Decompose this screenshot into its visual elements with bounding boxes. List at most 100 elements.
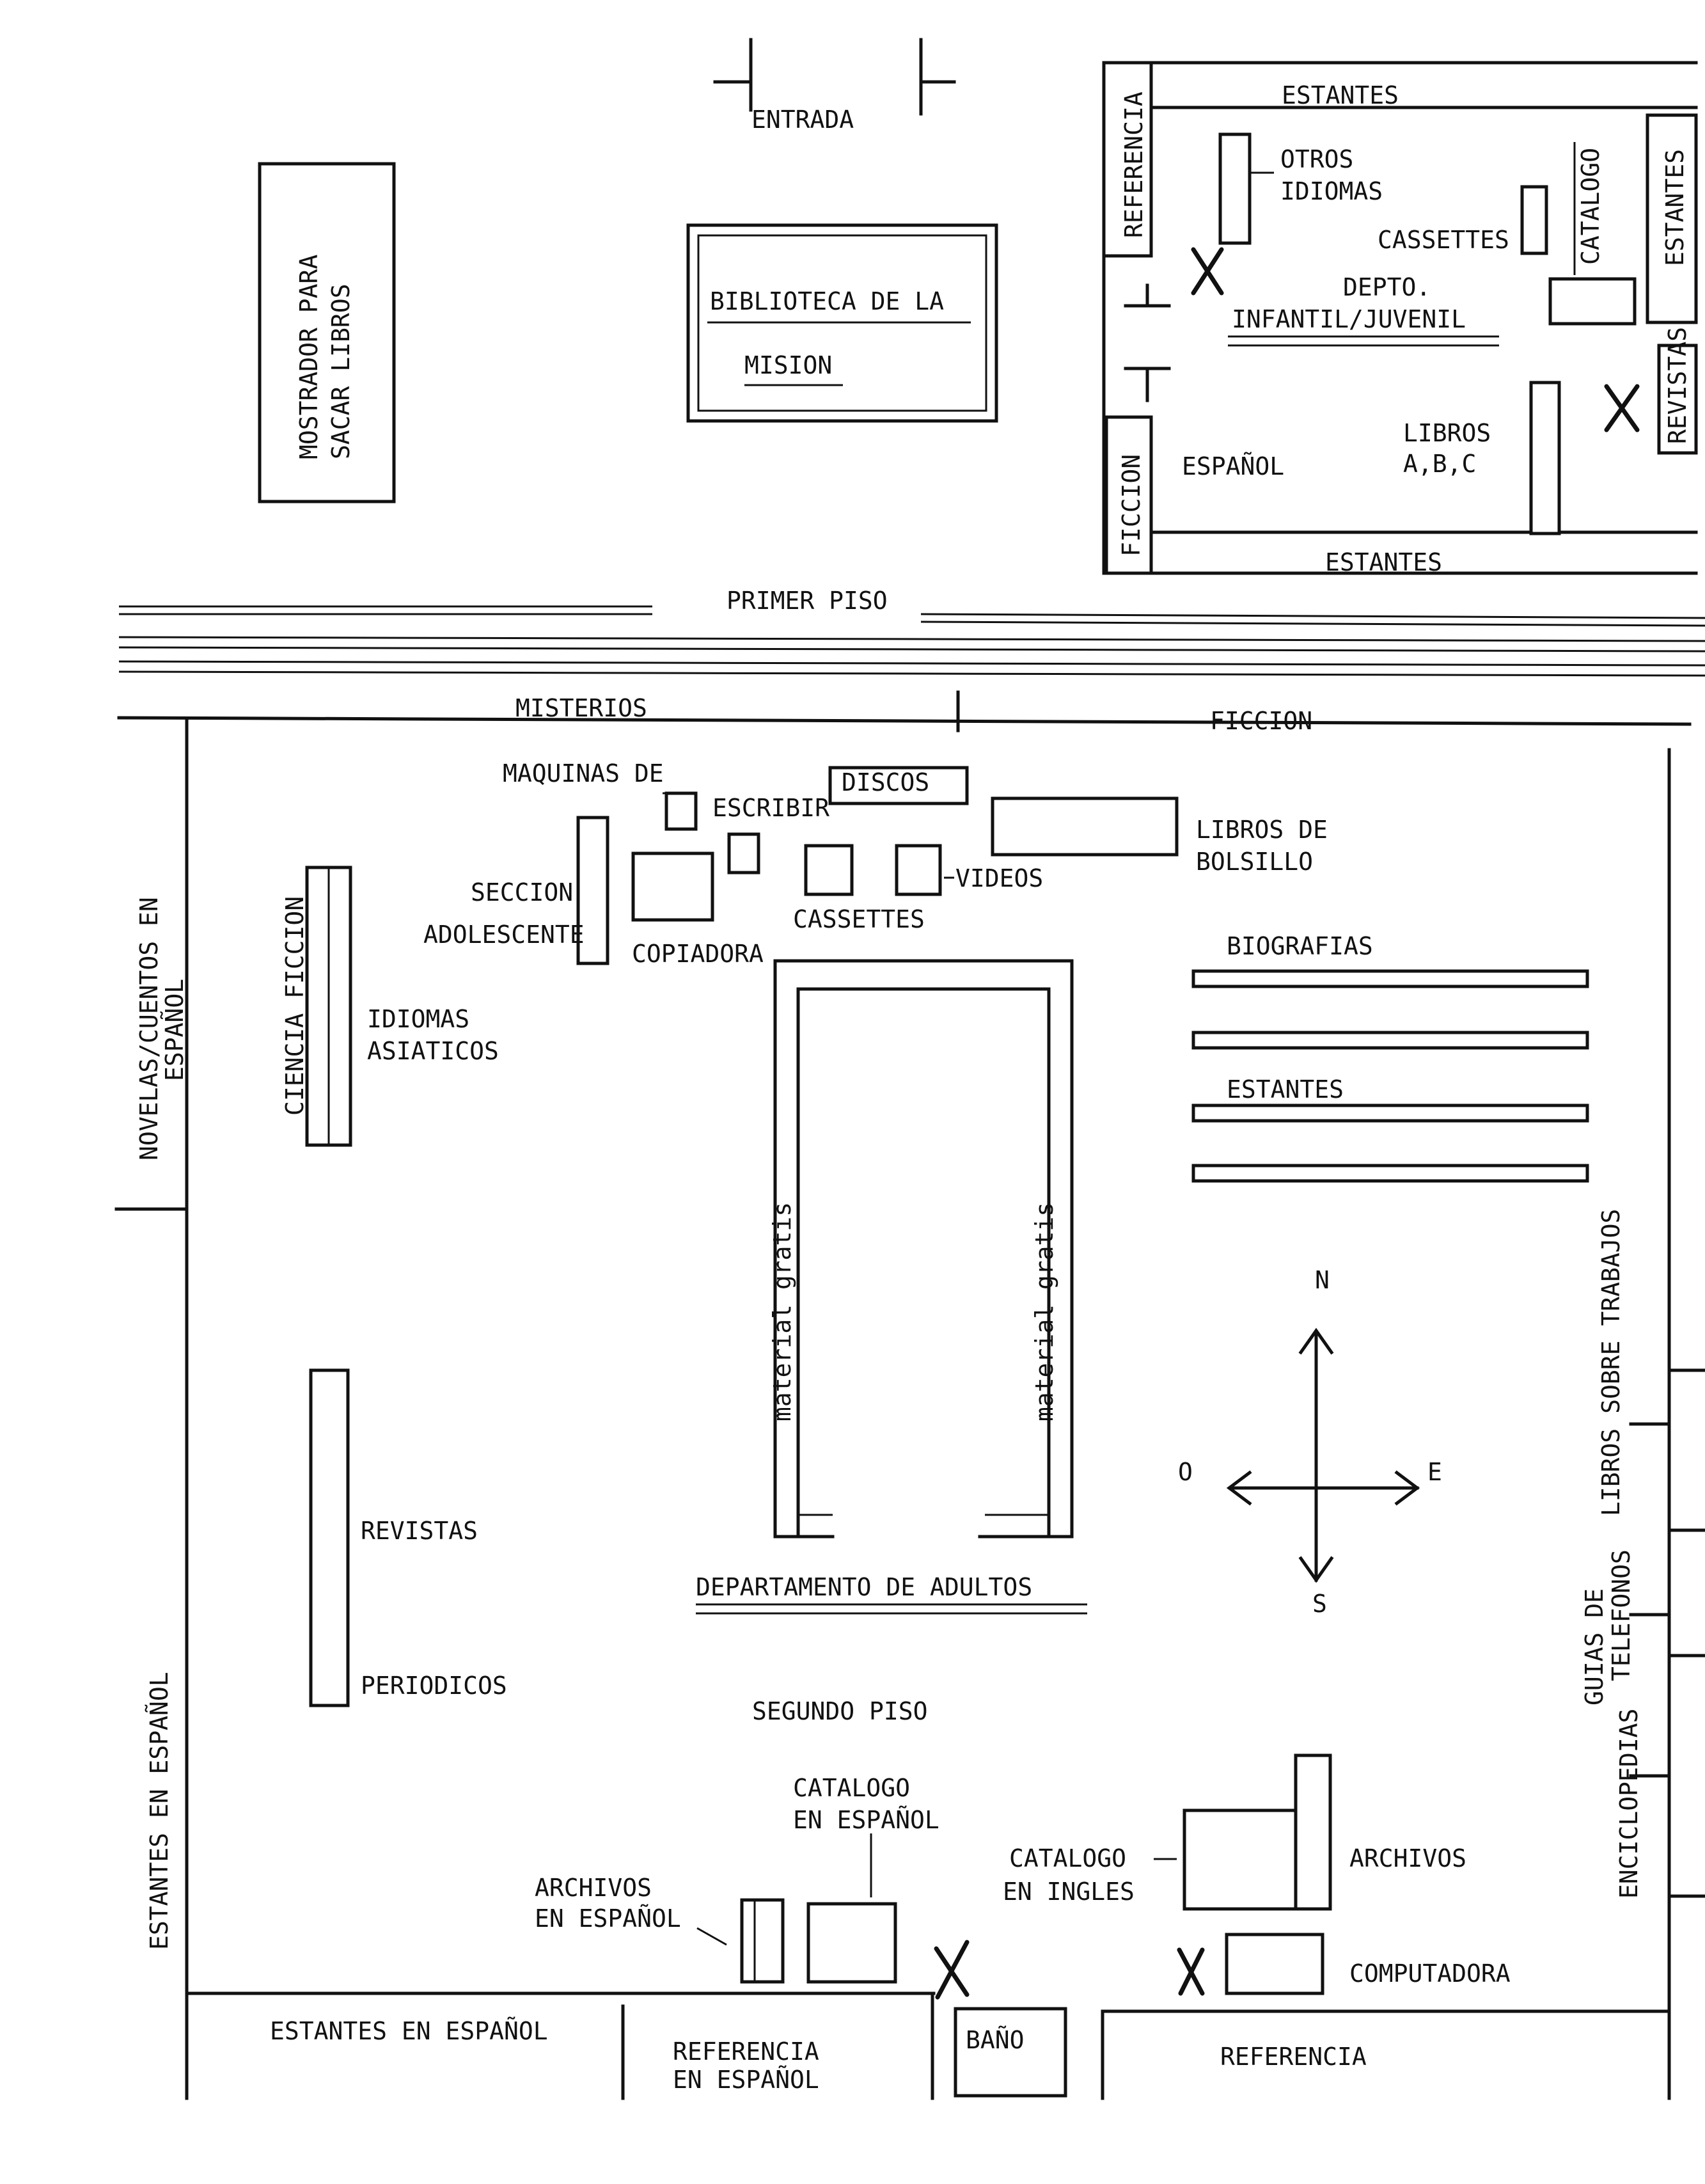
ficcion-label: FICCION (1210, 707, 1312, 735)
compass-s: S (1312, 1590, 1327, 1618)
catalogo-espanol-cabinet (806, 1902, 897, 1984)
children-cassettes-label: CASSETTES (1378, 226, 1509, 254)
guias-label-1: GUIAS DE (1580, 1588, 1608, 1705)
children-estantes-bottom-label: ESTANTES (1325, 548, 1442, 576)
videos-label: VIDEOS (955, 864, 1043, 892)
children-catalogo-label: CATALOGO (1576, 148, 1605, 265)
novelas-label-1: NOVELAS/CUENTOS EN (135, 897, 163, 1160)
estantes-shelf-1 (1191, 1031, 1589, 1050)
second-floor: MISTERIOS FICCION MAQUINAS DE ESCRIBIR D… (114, 690, 1705, 2100)
children-dept-title-1: DEPTO. (1343, 273, 1431, 301)
enciclopedias-label: ENCICLOPEDIAS (1615, 1709, 1643, 1899)
mission-library-label-1: BIBLIOTECA DE LA (710, 287, 944, 315)
videos-rack (895, 844, 942, 896)
libros-abc-label-2: A,B,C (1403, 450, 1476, 478)
computadora-label: COMPUTADORA (1349, 1959, 1511, 1988)
estantes-espanol-side-label: ESTANTES EN ESPAÑOL (145, 1672, 173, 1950)
libros-trabajos-label: LIBROS SOBRE TRABAJOS (1597, 1209, 1625, 1516)
catalogo-cabinet (1548, 277, 1637, 326)
archivos-espanol-label-1: ARCHIVOS (535, 1874, 652, 1902)
material-gratis-label-right: material gratis (1030, 1202, 1058, 1421)
compass-n: N (1315, 1266, 1330, 1294)
revistas-label: REVISTAS (361, 1517, 478, 1545)
estantes-shelf-3 (1191, 1164, 1589, 1183)
novelas-label-2: ESPAÑOL (161, 979, 189, 1081)
children-dept-title-2: INFANTIL/JUVENIL (1232, 305, 1466, 333)
guias-label-2: TELEFONOS (1607, 1549, 1635, 1681)
children-referencia-label: REFERENCIA (1120, 91, 1148, 238)
catalogo-espanol-label-1: CATALOGO (793, 1774, 910, 1802)
children-exit-x-right (1604, 384, 1640, 432)
estantes-label: ESTANTES (1227, 1075, 1344, 1104)
mission-library-label-2: MISION (744, 351, 832, 379)
mostrador-label-2: SACAR LIBROS (327, 283, 355, 459)
children-ficcion-shelf (1104, 415, 1153, 575)
seccion-adolescente-label-2: ADOLESCENTE (423, 921, 585, 949)
estantes-espanol-bottom-label: ESTANTES EN ESPAÑOL (270, 2017, 548, 2045)
estantes-shelf-2 (1191, 1104, 1589, 1123)
segundo-piso-label: SEGUNDO PISO (752, 1697, 928, 1725)
entrada-label: ENTRADA (751, 106, 854, 134)
misterios-label: MISTERIOS (515, 694, 647, 722)
first-floor: ENTRADA MOSTRADOR PARA SACAR LIBROS BIBL… (118, 38, 1705, 677)
children-estantes-right-shelf (1646, 113, 1698, 324)
catalogo-espanol-label-2: EN ESPAÑOL (793, 1806, 939, 1834)
compass-o: O (1178, 1458, 1193, 1486)
revistas-periodicos-shelf (309, 1368, 350, 1707)
children-ficcion-label: FICCION (1117, 454, 1145, 557)
archivos-label: ARCHIVOS (1349, 1844, 1466, 1872)
archivos-espanol-cabinet (740, 1898, 785, 1984)
typewriter-2 (727, 832, 760, 874)
seccion-adolescente-shelf (576, 816, 609, 965)
idiomas-asiaticos-label-2: ASIATICOS (367, 1037, 499, 1065)
archivos-espanol-label-2: EN ESPAÑOL (535, 1904, 681, 1933)
libros-abc-shelf (1529, 381, 1561, 535)
copiadora-label: COPIADORA (632, 940, 764, 968)
children-estantes-right-label: ESTANTES (1661, 149, 1689, 266)
children-exit-x-left (1191, 247, 1224, 296)
compass-rose (1226, 1327, 1420, 1583)
catalogo-ingles-cabinet (1182, 1808, 1298, 1911)
libros-bolsillo-label-1: LIBROS DE (1196, 816, 1328, 844)
catalogo-ingles-label-2: EN INGLES (1003, 1878, 1135, 1906)
children-espanol-label: ESPAÑOL (1182, 452, 1284, 480)
children-revistas-shelf (1657, 344, 1698, 455)
otros-idiomas-shelf (1218, 132, 1252, 245)
idiomas-asiaticos-label-1: IDIOMAS (367, 1005, 469, 1033)
children-estantes-top-label: ESTANTES (1282, 81, 1399, 109)
children-revistas-label: REVISTAS (1663, 327, 1692, 444)
exit-x-center (934, 1940, 970, 2000)
departamento-adultos-label: DEPARTAMENTO DE ADULTOS (696, 1573, 1032, 1601)
libros-bolsillo-label-2: BOLSILLO (1196, 848, 1313, 876)
catalogo-ingles-label-1: CATALOGO (1009, 1844, 1126, 1872)
libros-bolsillo-shelf (991, 796, 1179, 857)
checkout-counter (258, 162, 396, 503)
material-gratis-label-left: material gratis (768, 1202, 796, 1421)
copier (631, 851, 714, 922)
compass-e: E (1427, 1458, 1442, 1486)
computer-desk (1225, 1933, 1324, 1995)
referencia-espanol-label-1: REFERENCIA (673, 2038, 819, 2066)
mostrador-label-1: MOSTRADOR PARA (295, 255, 323, 459)
referencia-label: REFERENCIA (1220, 2043, 1367, 2071)
typewriter-1 (664, 791, 698, 831)
discos-rack (828, 766, 969, 805)
exit-x-right (1177, 1947, 1205, 1996)
referencia-espanol-label-2: EN ESPAÑOL (673, 2066, 819, 2094)
periodicos-label: PERIODICOS (361, 1672, 507, 1700)
otros-idiomas-label-2: IDIOMAS (1280, 177, 1383, 205)
second-floor-walls (114, 690, 1705, 2100)
cassettes-label: CASSETTES (793, 905, 925, 933)
libros-abc-label-1: LIBROS (1403, 419, 1491, 447)
biografias-label: BIOGRAFIAS (1227, 932, 1373, 960)
children-department: REFERENCIA FICCION ESTANTES REVISTAS (1102, 61, 1698, 576)
maquinas-label-2: ESCRIBIR (712, 794, 829, 822)
otros-idiomas-label-1: OTROS (1280, 145, 1353, 173)
cassettes-rack-2 (804, 844, 854, 896)
archivos-cabinet (1294, 1753, 1332, 1911)
material-gratis-counter (773, 959, 1074, 1539)
maquinas-label-1: MAQUINAS DE (503, 759, 664, 787)
mission-library-inner (697, 234, 987, 412)
biografias-shelf (1191, 969, 1589, 988)
